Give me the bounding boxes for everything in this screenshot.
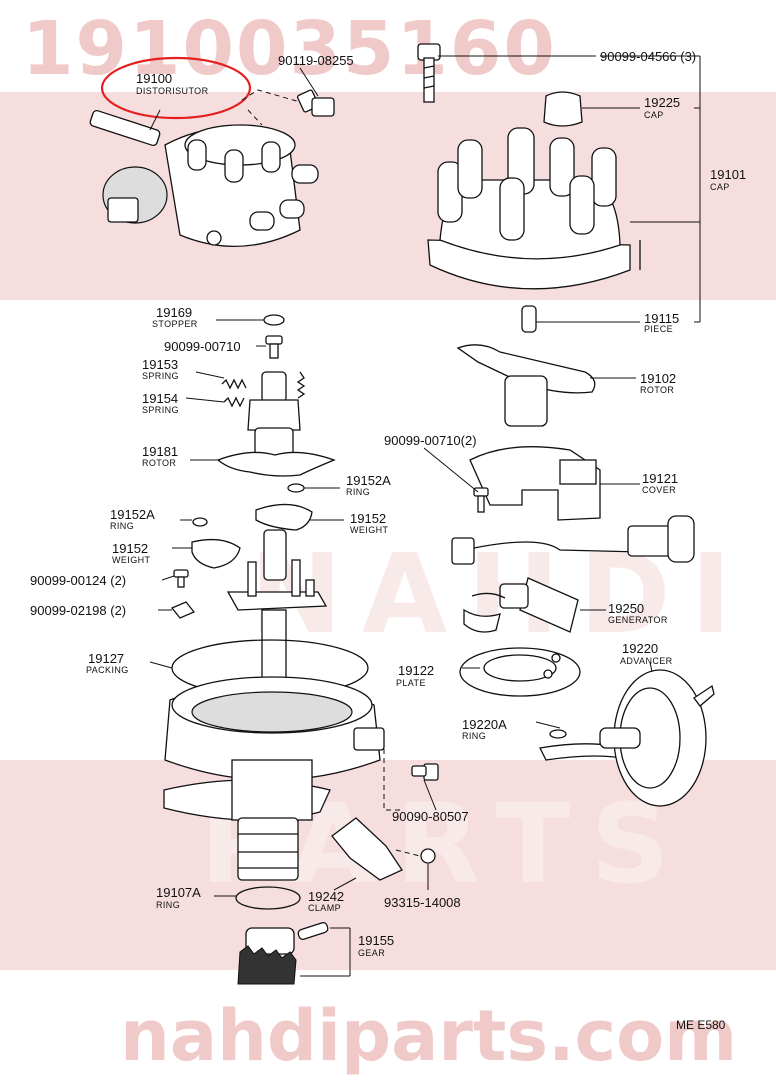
- part-number-19102: 19102: [640, 371, 677, 386]
- part-number-19169: 19169: [156, 305, 193, 320]
- part-number-19100: 19100: [136, 71, 173, 86]
- part-number-90119-08255: 90119-08255: [278, 53, 354, 68]
- part-number-90099-02198: 90099-02198 (2): [30, 603, 127, 618]
- part-name-19102: ROTOR: [640, 385, 675, 395]
- part-number-19152A-left: 19152A: [110, 507, 155, 522]
- part-name-19220A: RING: [462, 731, 487, 741]
- part-number-19152A-right: 19152A: [346, 473, 391, 488]
- part-name-19154: SPRING: [142, 405, 179, 415]
- governor-rotor-19181-drawing: [216, 451, 336, 477]
- part-number-19127: 19127: [88, 651, 125, 666]
- part-name-19152-right: WEIGHT: [350, 525, 389, 535]
- part-number-19152-left: 19152: [112, 541, 149, 556]
- part-number-19154: 19154: [142, 391, 179, 406]
- cover-19121-drawing: [469, 446, 601, 521]
- part-name-19181: ROTOR: [142, 458, 177, 468]
- highlight-oval: [100, 56, 252, 120]
- part-name-19169: STOPPER: [152, 319, 198, 329]
- part-number-19121: 19121: [642, 471, 679, 486]
- part-name-19121: COVER: [642, 485, 677, 495]
- part-name-19153: SPRING: [142, 371, 179, 381]
- screw-90099-00710-2-drawing: [473, 487, 489, 513]
- part-number-19155: 19155: [358, 933, 395, 948]
- bolt-90090-80507-drawing: [411, 763, 439, 781]
- weight-19152-right-drawing: [255, 503, 313, 531]
- part-number-90099-00710: 90099-00710: [164, 339, 241, 354]
- part-name-19115: PIECE: [644, 324, 674, 334]
- part-number-19152-right: 19152: [350, 511, 387, 526]
- part-name-19152A-left: RING: [110, 521, 135, 531]
- stopper-19169-drawing: [263, 314, 285, 326]
- part-name-19152-left: WEIGHT: [112, 555, 151, 565]
- plate-90099-02198-drawing: [170, 601, 196, 619]
- reference-code: ME E580: [676, 1018, 726, 1032]
- part-number-93315-14008: 93315-14008: [384, 895, 461, 910]
- distributor-assembly-drawing: [89, 109, 319, 247]
- advancer-19220-drawing: [599, 669, 715, 807]
- piece-19115-drawing: [521, 305, 537, 333]
- part-number-90090-80507: 90090-80507: [392, 809, 469, 824]
- part-name-19220: ADVANCER: [620, 656, 673, 666]
- distributor-cap-19101-drawing: [427, 127, 641, 290]
- part-number-19122: 19122: [398, 663, 435, 678]
- part-number-19220: 19220: [622, 641, 659, 656]
- ring-19152A-left-drawing: [192, 517, 208, 527]
- watermark-site: nahdiparts.com: [120, 995, 738, 1077]
- ring-19220A-drawing: [549, 729, 567, 739]
- clamp-19242-drawing: [331, 817, 403, 881]
- part-number-19181: 19181: [142, 444, 179, 459]
- watermark-part-number: 1910035160: [22, 6, 557, 92]
- part-name-19225: CAP: [644, 110, 664, 120]
- housing-drawing: [163, 676, 385, 881]
- part-name-19122: PLATE: [396, 678, 426, 688]
- gear-19155-drawing: [237, 921, 329, 985]
- part-number-90099-00124: 90099-00124 (2): [30, 573, 127, 588]
- plate-19122-drawing: [459, 647, 581, 697]
- part-number-19115: 19115: [644, 311, 680, 326]
- part-number-19107A: 19107A: [156, 885, 201, 900]
- screw-93315-14008-drawing: [420, 848, 436, 864]
- ring-19152A-right-drawing: [287, 483, 305, 493]
- ring-19107A-drawing: [235, 886, 301, 910]
- screw-90099-00124-drawing: [173, 569, 189, 588]
- part-name-19127: PACKING: [86, 665, 129, 675]
- cap-19225-drawing: [543, 91, 583, 127]
- part-number-19250: 19250: [608, 601, 645, 616]
- part-number-19242: 19242: [308, 889, 345, 904]
- part-number-19153: 19153: [142, 357, 179, 372]
- governor-shaft-drawing: [221, 371, 306, 461]
- part-name-19107A: RING: [156, 900, 181, 910]
- bolt-90119-08255-drawing: [296, 89, 335, 117]
- part-name-19101: CAP: [710, 182, 730, 192]
- part-number-19101: 19101: [710, 167, 747, 182]
- rotor-19102-drawing: [456, 344, 596, 427]
- part-name-19100: DISTORISUTOR: [136, 86, 209, 96]
- generator-19250-drawing: [451, 515, 695, 633]
- part-number-90099-04566: 90099-04566 (3): [600, 49, 697, 64]
- part-number-19220A: 19220A: [462, 717, 507, 732]
- part-name-19152A-right: RING: [346, 487, 371, 497]
- part-name-19250: GENERATOR: [608, 615, 668, 625]
- screw-90099-04566-drawing: [417, 43, 441, 103]
- part-name-19155: GEAR: [358, 948, 386, 958]
- part-number-90099-00710-2: 90099-00710(2): [384, 433, 477, 448]
- weight-19152-left-drawing: [191, 538, 241, 569]
- part-number-19225: 19225: [644, 95, 681, 110]
- leader-lines: [149, 55, 701, 977]
- part-name-19242: CLAMP: [308, 903, 342, 913]
- screw-90099-00710-drawing: [265, 335, 283, 359]
